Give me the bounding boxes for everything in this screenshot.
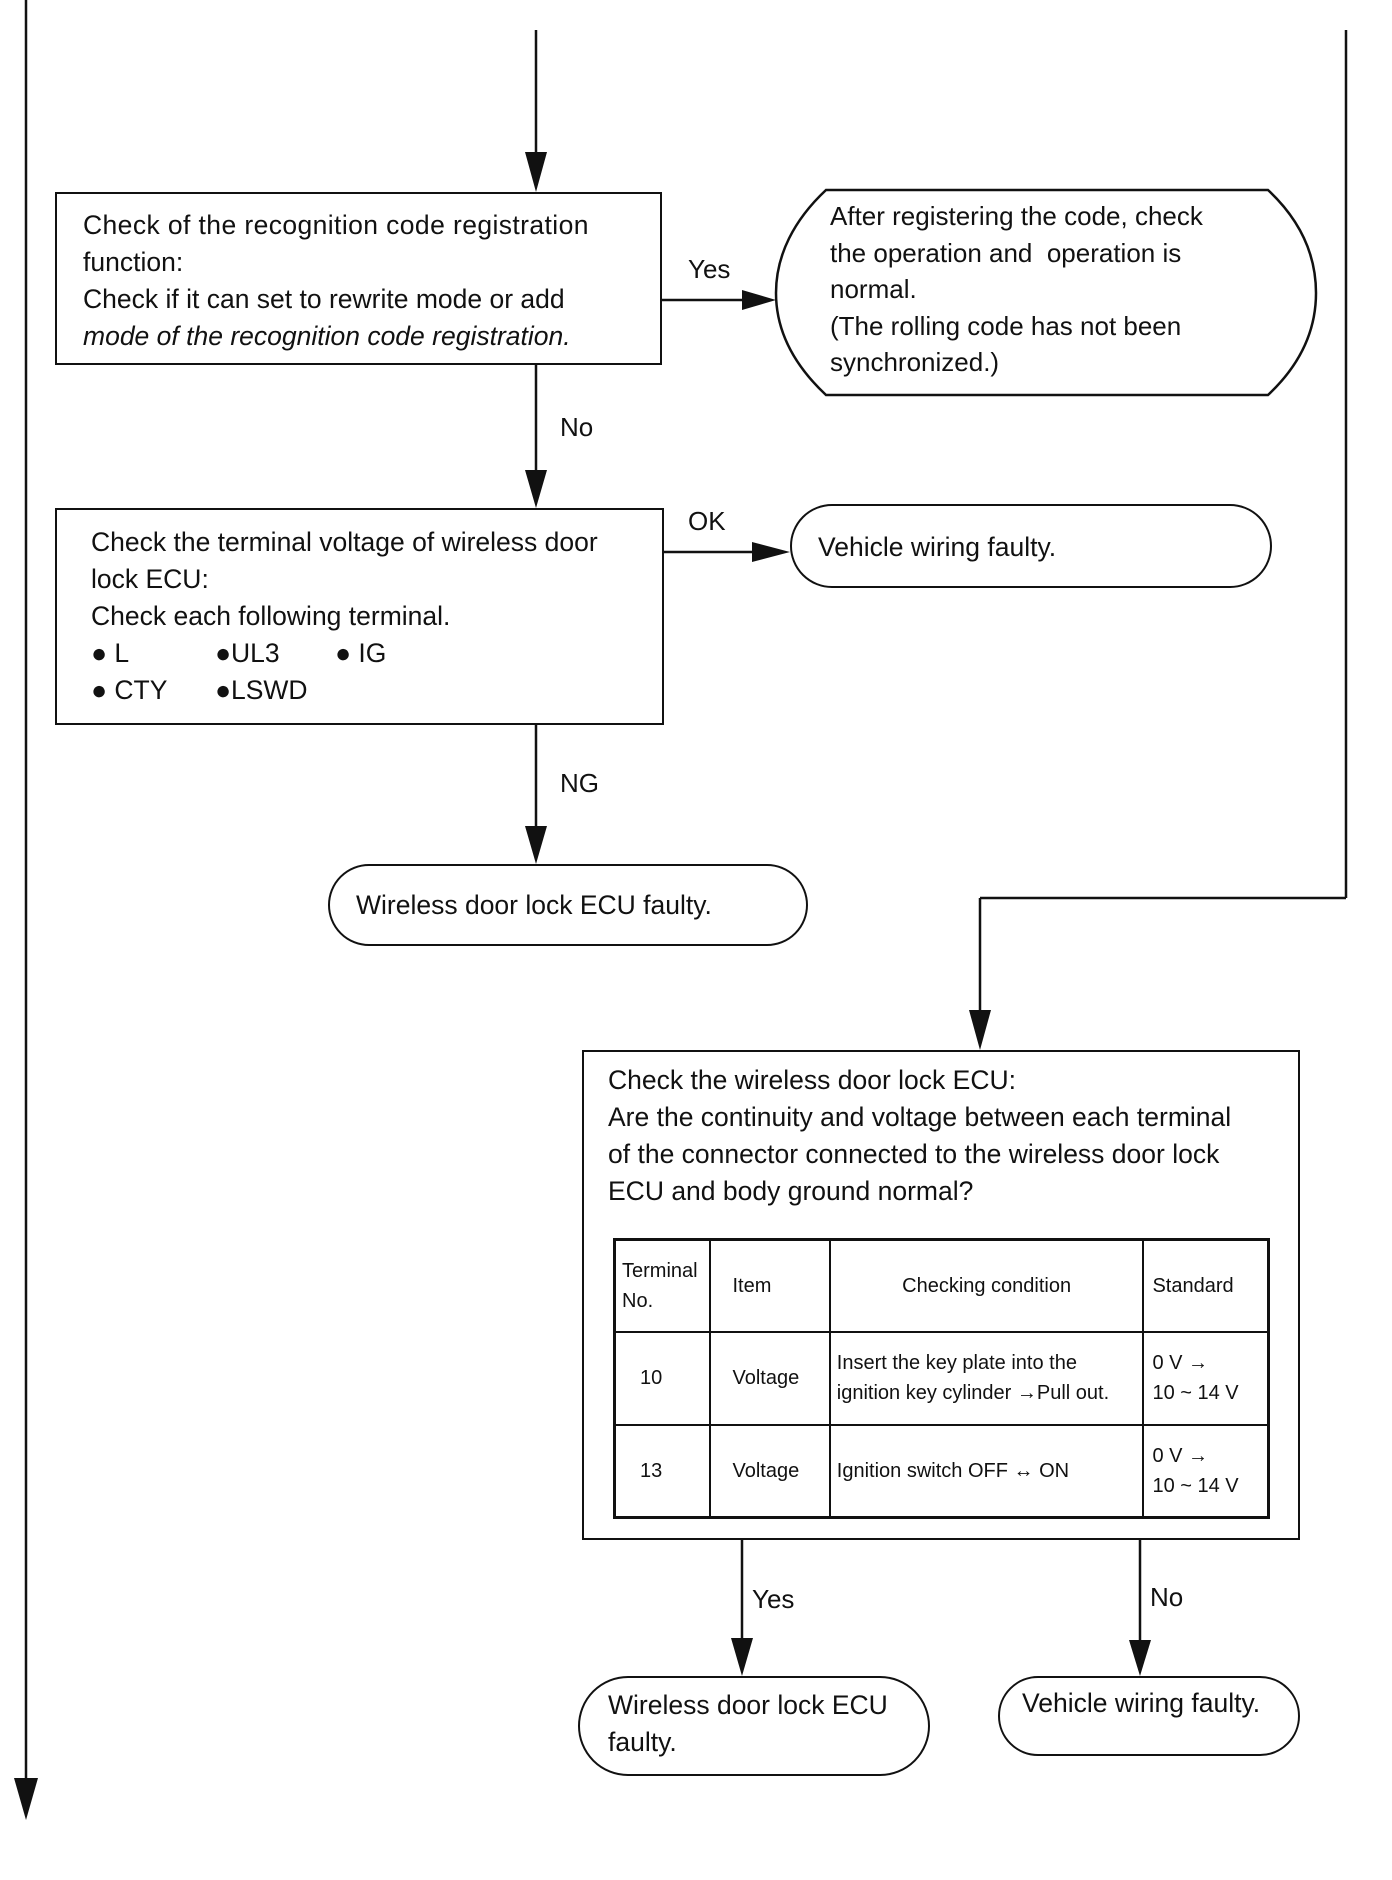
ecu-check-line-2: Are the continuity and voltage between e… (608, 1102, 1232, 1132)
row1-condition-line-2: ignition key cylinder →Pull out. (836, 1382, 1110, 1404)
bullet-cty: ● CTY (91, 675, 168, 705)
registered-result-text: After registering the code, check the op… (830, 198, 1270, 381)
recognition-line-4: mode of the recognition code registratio… (83, 321, 571, 351)
recognition-line-1: Check of the recognition code registrati… (83, 210, 589, 240)
ecu-check-line-3: of the connector connected to the wirele… (608, 1139, 1220, 1169)
ecu-faulty-2-line-2: faulty. (608, 1727, 677, 1757)
bullet-ul3: ●UL3 (215, 638, 280, 668)
terminal-voltage-check-box: Check the terminal voltage of wireless d… (55, 508, 664, 725)
ecu-faulty-2-line-1: Wireless door lock ECU (608, 1690, 888, 1720)
wiring-faulty-text-1: Vehicle wiring faulty. (818, 532, 1057, 562)
header-item: Item (708, 1238, 831, 1333)
row2-item: Voltage (708, 1423, 831, 1519)
terminal-line-3: Check each following terminal. (91, 601, 451, 631)
table-header-row: Terminal No. Item Checking condition Sta… (613, 1238, 1270, 1333)
ecu-faulty-result-2: Wireless door lock ECU faulty. (578, 1676, 930, 1776)
no-label-2: No (1150, 1582, 1184, 1612)
recognition-code-check-box: Check of the recognition code registrati… (55, 192, 662, 365)
row2-standard: 0 V → 10 ~ 14 V (1142, 1423, 1270, 1519)
terminal-line-2: lock ECU: (91, 564, 209, 594)
row1-standard: 0 V → 10 ~ 14 V (1142, 1330, 1270, 1426)
bullet-l: ● L (91, 638, 130, 668)
row2-terminal: 13 (613, 1423, 711, 1519)
ecu-check-line-4: ECU and body ground normal? (608, 1176, 974, 1206)
table-row: 13 Voltage Ignition switch OFF ↔ ON 0 V … (613, 1423, 1270, 1519)
ecu-faulty-text-1: Wireless door lock ECU faulty. (356, 890, 712, 920)
registered-line-5: synchronized.) (830, 347, 1000, 377)
recognition-line-3: Check if it can set to rewrite mode or a… (83, 284, 565, 314)
ecu-check-line-1: Check the wireless door lock ECU: (608, 1065, 1016, 1095)
row1-standard-line-2: 10 ~ 14 V (1152, 1382, 1239, 1404)
table-row: 10 Voltage Insert the key plate into the… (613, 1330, 1270, 1426)
ecu-faulty-result-1: Wireless door lock ECU faulty. (328, 864, 808, 946)
row2-standard-line-2: 10 ~ 14 V (1152, 1474, 1239, 1497)
row2-condition: Ignition switch OFF ↔ ON (828, 1423, 1145, 1519)
yes-label-1: Yes (688, 254, 731, 284)
registered-line-3: normal. (830, 274, 917, 304)
no-label-1: No (560, 412, 594, 442)
row1-terminal: 10 (613, 1330, 711, 1426)
header-standard: Standard (1142, 1238, 1270, 1333)
header-terminal-line-2: No. (622, 1289, 654, 1312)
vehicle-wiring-faulty-result-1: Vehicle wiring faulty. (790, 504, 1272, 588)
terminal-bullets-row-2: ● CTY ●LSWD (91, 672, 662, 709)
terminal-line-1: Check the terminal voltage of wireless d… (91, 527, 598, 557)
wiring-faulty-text-2: Vehicle wiring faulty. (1022, 1688, 1261, 1718)
terminal-spec-table: Terminal No. Item Checking condition Sta… (613, 1238, 1270, 1519)
recognition-line-2: function: (83, 247, 184, 277)
header-terminal-line-1: Terminal (622, 1259, 698, 1282)
ng-label: NG (560, 768, 599, 798)
row1-condition: Insert the key plate into the ignition k… (828, 1330, 1145, 1426)
header-condition: Checking condition (828, 1238, 1145, 1333)
registered-line-2: the operation and operation is (830, 237, 1182, 268)
left-flow-arrowhead (14, 1778, 38, 1820)
vehicle-wiring-faulty-result-2: Vehicle wiring faulty. (998, 1676, 1300, 1756)
yes-label-2: Yes (752, 1584, 795, 1614)
ok-label: OK (688, 506, 726, 536)
row1-item: Voltage (708, 1330, 831, 1426)
bullet-ig: ● IG (335, 638, 387, 668)
registered-line-1: After registering the code, check (830, 201, 1203, 231)
row2-standard-line-1: 0 V → (1152, 1444, 1209, 1467)
registered-result-outline (774, 188, 1318, 397)
terminal-bullets-row-1: ● L ●UL3 ● IG (91, 635, 662, 672)
bullet-lswd: ●LSWD (215, 675, 308, 705)
row1-condition-line-1: Insert the key plate into the (836, 1352, 1077, 1374)
registered-line-4: (The rolling code has not been (830, 310, 1182, 341)
row1-standard-line-1: 0 V → (1152, 1352, 1209, 1374)
header-terminal: Terminal No. (613, 1238, 711, 1333)
